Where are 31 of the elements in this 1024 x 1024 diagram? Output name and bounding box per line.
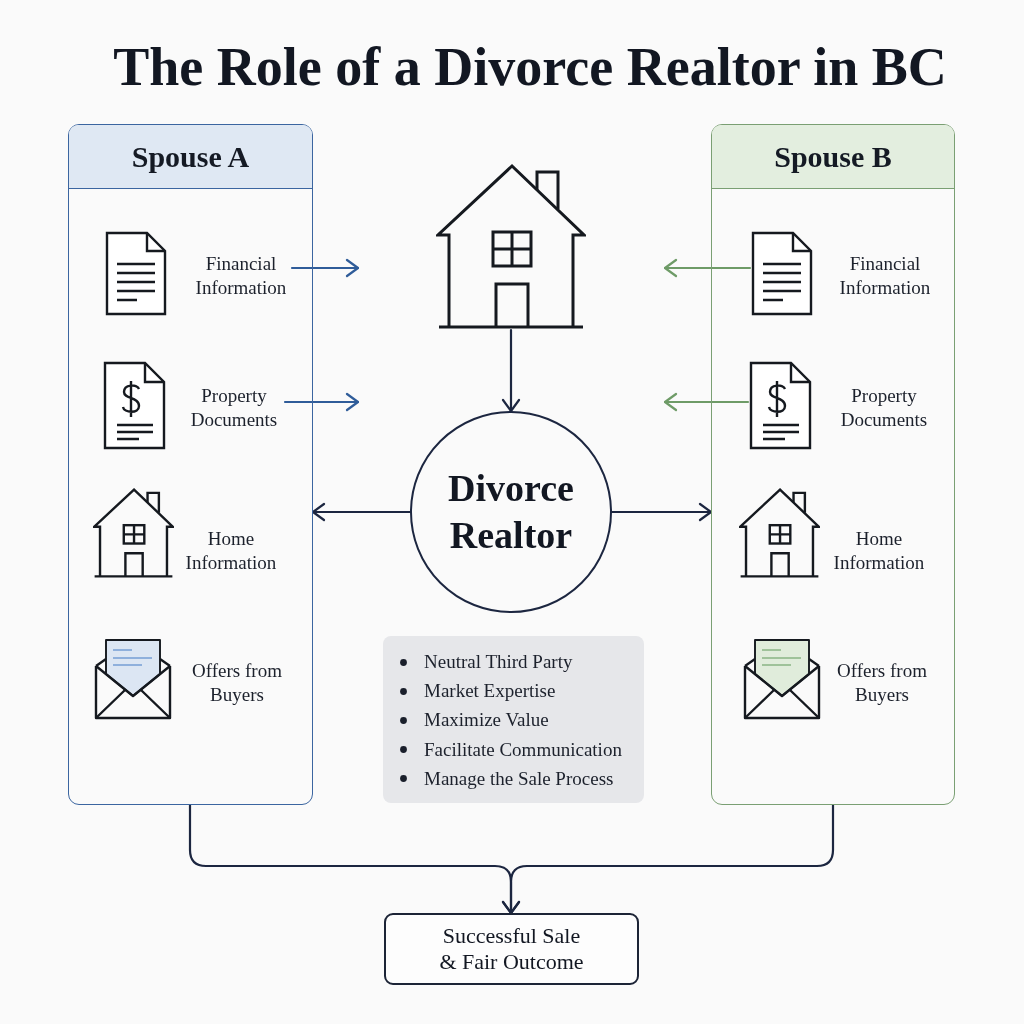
spouse-panel: [711, 124, 955, 805]
arrow: [501, 803, 835, 915]
arrow: [663, 258, 752, 278]
list-item: Manage the Sale Process: [424, 766, 614, 791]
house-drawing: [436, 163, 586, 330]
circle-label: Divorce Realtor: [447, 466, 575, 558]
item-label: Home Information: [184, 527, 278, 575]
arrow: [663, 392, 750, 412]
item-label: Property Documents: [189, 384, 279, 432]
item-label: Financial Information: [838, 252, 932, 300]
outcome-box: [384, 913, 639, 985]
list-item: Neutral Third Party: [424, 650, 573, 674]
arrow: [610, 502, 713, 522]
panel-title: Spouse B: [774, 138, 892, 175]
item-label: Financial Information: [194, 252, 288, 300]
spouse-panel: [68, 124, 313, 805]
arrow: [501, 328, 521, 413]
outcome-label: Successful Sale & Fair Outcome: [438, 923, 585, 975]
list-item: Market Expertise: [424, 679, 556, 704]
info-panel: [383, 636, 644, 803]
item-label: Offers from Buyers: [191, 659, 283, 707]
item-label: Property Documents: [839, 384, 929, 432]
item-label: Offers from Buyers: [836, 659, 928, 707]
arrow: [311, 502, 412, 522]
list-item: Maximize Value: [424, 708, 549, 733]
panel-title: Spouse A: [131, 138, 250, 175]
diagram-title: The Role of a Divorce Realtor in BC: [112, 36, 948, 99]
arrow: [290, 258, 360, 278]
item-label: Home Information: [832, 527, 926, 575]
list-item: Facilitate Communication: [424, 737, 622, 762]
arrow: [283, 392, 360, 412]
